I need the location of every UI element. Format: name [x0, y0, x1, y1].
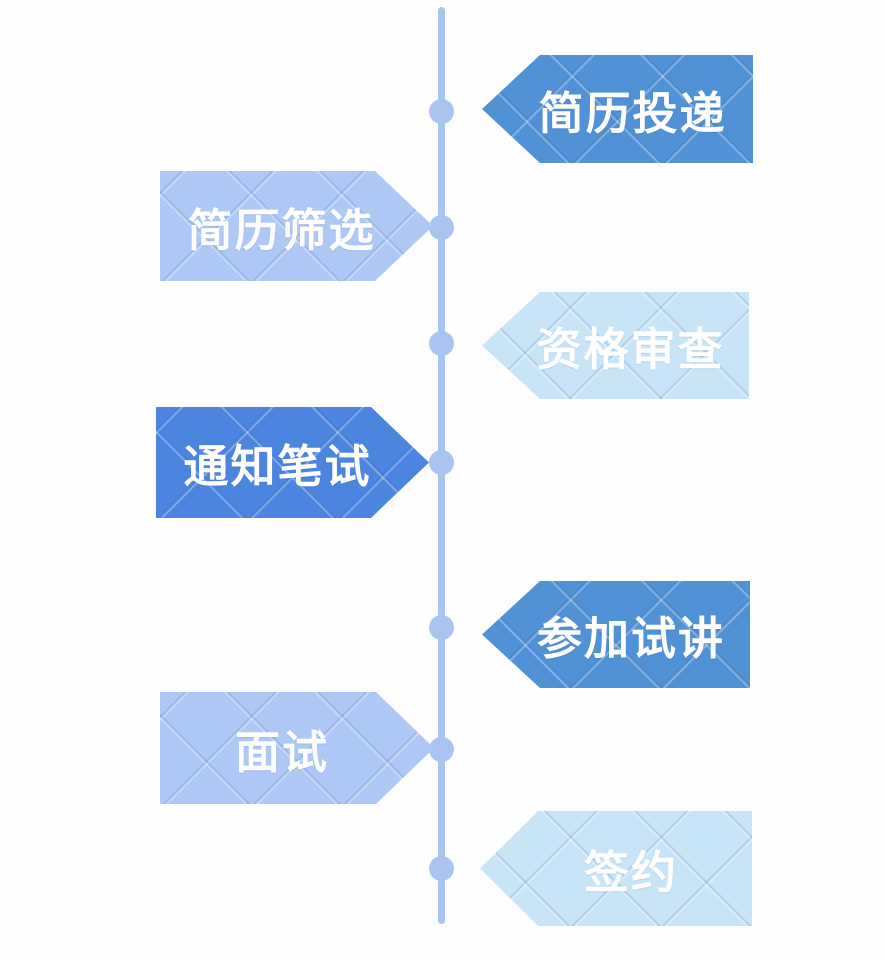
timeline-node — [429, 450, 454, 475]
banner-label: 面试 — [234, 726, 329, 778]
timeline-node — [429, 331, 454, 356]
timeline-node — [429, 215, 454, 240]
timeline-node — [429, 856, 454, 881]
banner-resume-screening: 简历筛选 — [160, 171, 433, 281]
banner-label: 签约 — [583, 847, 678, 898]
banner-signing: 签约 — [480, 811, 752, 926]
banner-label: 简历筛选 — [187, 204, 376, 256]
timeline-node — [429, 737, 454, 762]
timeline-node — [429, 615, 454, 640]
banner-label: 通知笔试 — [183, 441, 372, 492]
banner-resume-submit: 简历投递 — [482, 55, 753, 163]
banner-label: 参加试讲 — [536, 613, 725, 664]
banner-trial-lecture: 参加试讲 — [482, 581, 750, 688]
banner-written-test-notice: 通知笔试 — [156, 407, 429, 518]
banner-qualification-review: 资格审查 — [482, 292, 749, 399]
timeline-node — [429, 99, 454, 124]
banner-label: 资格审查 — [536, 324, 725, 375]
banner-interview: 面试 — [160, 692, 434, 804]
banner-label: 简历投递 — [538, 87, 727, 139]
